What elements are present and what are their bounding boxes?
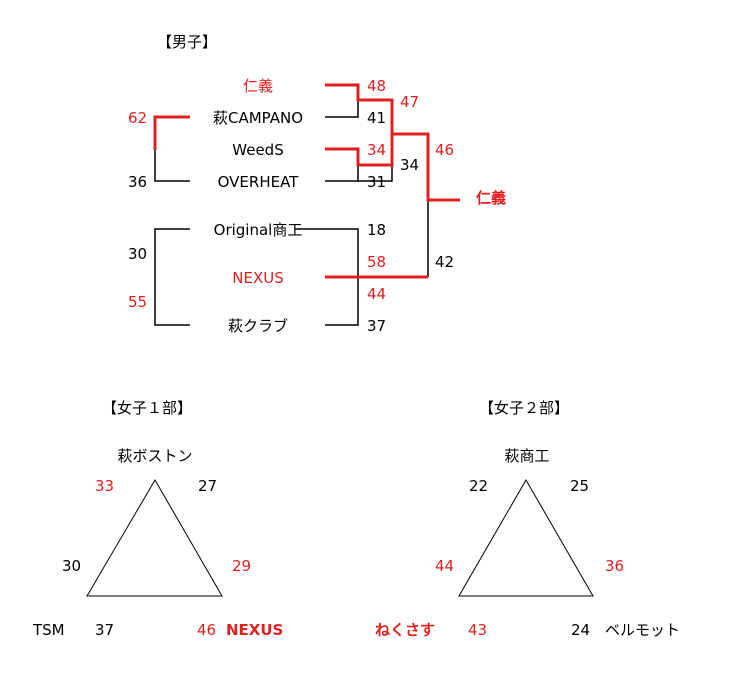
- women2-team-left: ねくさす: [375, 621, 435, 639]
- men-bracket-red-lines: [153, 83, 460, 279]
- women2-team-top: 萩商工: [504, 447, 549, 465]
- men-header: 【男子】: [157, 33, 217, 51]
- men-score-r1a-campano: 41: [367, 109, 386, 127]
- men-score-sf1-bottom: 34: [400, 156, 419, 174]
- men-team-overheat: OVERHEAT: [218, 173, 300, 191]
- women2-score-top-vs-left: 22: [469, 477, 488, 495]
- men-champion: 仁義: [476, 189, 506, 207]
- women1-score-left-vs-right-left: 37: [95, 621, 114, 639]
- men-score-r1b-weeds: 34: [367, 141, 386, 159]
- women1-team-top: 萩ボストン: [117, 447, 192, 465]
- men-team-haguclub: 萩クラブ: [228, 317, 288, 335]
- women2-header: 【女子２部】: [479, 399, 569, 417]
- men-team-campano: 萩CAMPANO: [213, 109, 303, 127]
- men-score-cons2-haguclub: 55: [128, 293, 147, 311]
- women1-score-left-vs-top: 30: [62, 557, 81, 575]
- men-team-nexus: NEXUS: [232, 269, 283, 287]
- women2-team-right: ベルモット: [605, 621, 680, 639]
- men-score-r1c-original: 18: [367, 221, 386, 239]
- men-score-r1d-haguclub: 37: [367, 317, 386, 335]
- men-score-r1d-nexus: 44: [367, 285, 386, 303]
- men-score-cons2-original: 30: [128, 245, 147, 263]
- men-score-cons1-overheat: 36: [128, 173, 147, 191]
- men-team-jingi: 仁義: [243, 77, 273, 95]
- men-score-sf1-top: 47: [400, 93, 419, 111]
- women2-score-top-vs-right: 25: [570, 477, 589, 495]
- men-team-original: Original商工: [214, 221, 303, 239]
- men-score-r1b-overheat: 31: [367, 173, 386, 191]
- women1-score-left-vs-right-right: 46: [197, 621, 216, 639]
- women1-score-right-vs-top: 29: [232, 557, 251, 575]
- women1-triangle: [86, 479, 223, 597]
- women2-score-left-vs-right-right: 24: [571, 621, 590, 639]
- women1-header: 【女子１部】: [102, 399, 192, 417]
- men-score-final-bottom: 42: [435, 253, 454, 271]
- men-score-r1c-nexus: 58: [367, 253, 386, 271]
- women1-team-right: NEXUS: [226, 621, 283, 639]
- women1-team-left: TSM: [32, 621, 65, 639]
- men-score-cons1-campano: 62: [128, 109, 147, 127]
- women1-score-top-vs-right: 27: [198, 477, 217, 495]
- women1-score-top-vs-left: 33: [95, 477, 114, 495]
- men-team-weeds: WeedS: [232, 141, 283, 159]
- women2-triangle: [458, 479, 594, 597]
- men-score-final-top: 46: [435, 141, 454, 159]
- women2-score-right-vs-top: 36: [605, 557, 624, 575]
- men-score-r1a-jingi: 48: [367, 77, 386, 95]
- women2-score-left-vs-right-left: 43: [468, 621, 487, 639]
- women2-score-left-vs-top: 44: [435, 557, 454, 575]
- men-bracket-black-lines: [154, 100, 429, 326]
